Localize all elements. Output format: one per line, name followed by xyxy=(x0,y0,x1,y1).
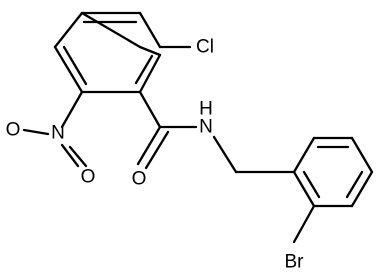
atom-bromine: Br xyxy=(285,252,305,273)
bond-ring1-inner-right xyxy=(134,54,154,85)
bond-ring1-right-upper xyxy=(138,11,162,49)
bond-ring2-inner-left xyxy=(302,170,321,199)
bond-c-br xyxy=(292,204,316,244)
atom-amide-oxygen: O xyxy=(132,169,147,190)
bond-ring2-inner-right xyxy=(345,170,364,199)
bond-ring-carbonyl-c xyxy=(138,90,162,129)
bond-ring1-c3-c4 xyxy=(53,45,84,94)
bond-ring2-c6-c1 xyxy=(292,170,316,208)
atom-amide-nitrogen: N xyxy=(199,117,213,138)
atom-amide-hydrogen: H xyxy=(199,99,213,120)
bond-ring2-c1-c2 xyxy=(292,136,316,174)
bond-carbonyl-co-2 xyxy=(144,130,170,170)
atom-nitro-oxygen-top: O xyxy=(6,120,21,141)
bond-nitro-n-o-top xyxy=(22,128,50,136)
atom-nitro-nitrogen: N xyxy=(51,123,65,144)
atom-chlorine: Cl xyxy=(196,37,214,58)
bond-ring2-c4-c5 xyxy=(350,170,374,208)
bond-ring1-c2-c3 xyxy=(53,11,84,49)
bond-ring2-c3-c4 xyxy=(350,136,374,174)
bond-nitro-n-o-bottom-2 xyxy=(68,145,88,168)
atom-nitro-oxygen-bottom: O xyxy=(81,167,96,188)
bond-n-ch2 xyxy=(212,135,238,174)
bond-ring1-c1-c2 xyxy=(80,11,142,49)
nitrophenyl-ring xyxy=(53,11,162,94)
bond-ring1-inner-left xyxy=(62,45,88,86)
bromophenyl-ring xyxy=(292,136,374,208)
bond-c-nitro-n xyxy=(60,90,84,129)
bond-ring1-c6-c1 xyxy=(138,45,162,57)
bond-nitro-n-o-bottom-1 xyxy=(60,143,80,168)
bond-ring1-c5-c6 xyxy=(138,53,162,94)
bond-carbonyl-co-1 xyxy=(136,125,162,166)
